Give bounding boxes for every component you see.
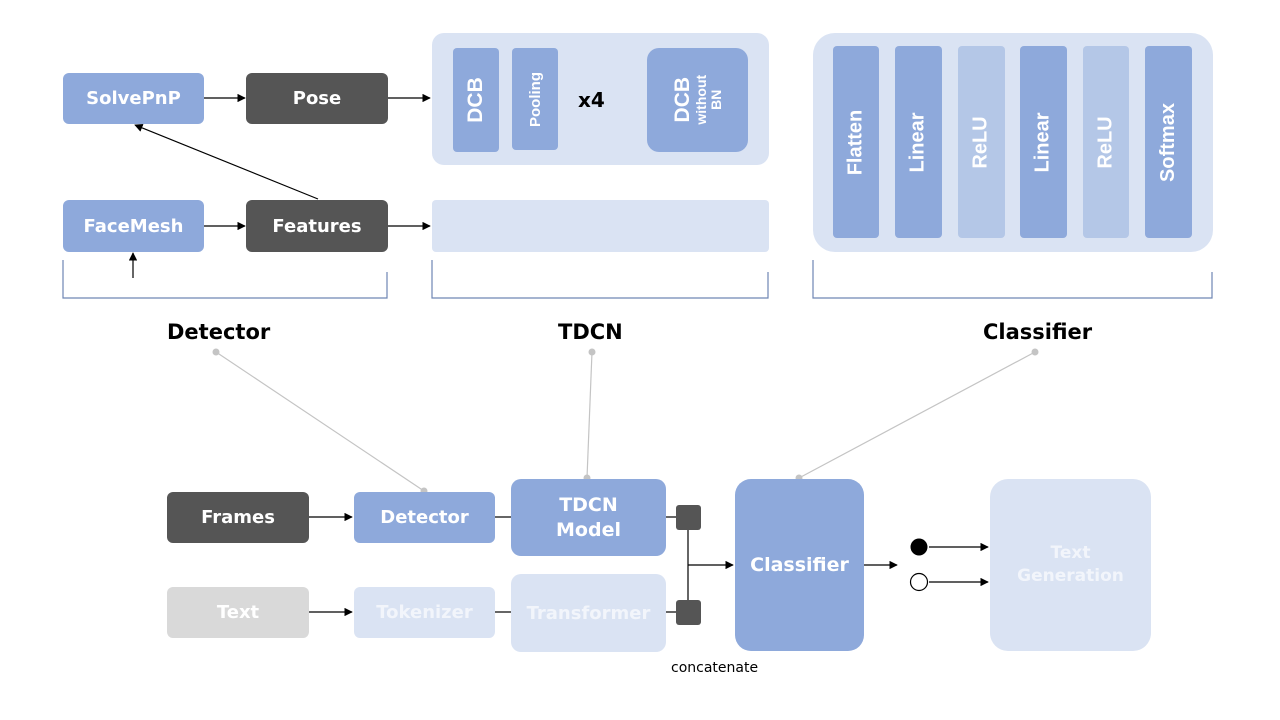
dcb-without-bn-sub1: without <box>692 75 709 125</box>
layer-flatten: Flatten <box>833 46 879 238</box>
tokenizer-box: Tokenizer <box>354 587 495 638</box>
text-generation-line1: Text <box>1050 543 1091 564</box>
transformer-box: Transformer <box>511 574 666 652</box>
dcb-without-bn-sub2: BN <box>707 89 724 111</box>
section-label-tdcn: TDCN <box>558 320 623 344</box>
solvepnp-box: SolvePnP <box>63 73 204 124</box>
callout-tdcn <box>586 351 593 479</box>
layer-linear-1: Linear <box>895 46 942 238</box>
detector-bracket <box>62 260 388 299</box>
layer-softmax: Softmax <box>1145 46 1192 238</box>
section-label-detector: Detector <box>167 320 271 344</box>
concat-node-top <box>676 505 701 530</box>
tdcn-bracket <box>431 260 769 299</box>
callout-detector <box>215 351 425 492</box>
features-box: Features <box>246 200 388 252</box>
layer-linear-2: Linear <box>1020 46 1067 238</box>
dcb-block: DCB <box>453 48 499 152</box>
concat-node-bottom <box>676 600 701 625</box>
classifier-bracket <box>812 260 1213 299</box>
classifier-box: Classifier <box>735 479 864 651</box>
layer-relu-2: ReLU <box>1083 46 1129 238</box>
section-label-classifier: Classifier <box>983 320 1093 344</box>
frames-box: Frames <box>167 492 309 543</box>
empty-token-icon <box>909 572 929 592</box>
text-box: Text <box>167 587 309 638</box>
text-generation-line2: Generation <box>1017 566 1124 586</box>
tdcn-model-line1: TDCN <box>559 493 618 516</box>
dcb-without-bn-block: DCB without BN <box>647 48 748 152</box>
filled-token-icon <box>910 538 928 556</box>
tdcn-feature-bar <box>432 200 769 252</box>
text-generation-box: Text Generation <box>990 479 1151 651</box>
pooling-block: Pooling <box>512 48 558 150</box>
callout-classifier <box>798 351 1036 479</box>
detector-box: Detector <box>354 492 495 543</box>
concatenate-label: concatenate <box>671 660 759 676</box>
facemesh-box: FaceMesh <box>63 200 204 252</box>
repeat-label: x4 <box>578 88 605 112</box>
dcb-without-bn-title: DCB <box>670 77 694 123</box>
tdcn-model-line2: Model <box>556 518 621 541</box>
arrow-features-solvepnp <box>134 123 319 200</box>
layer-relu-1: ReLU <box>958 46 1005 238</box>
tdcn-model-box: TDCN Model <box>511 479 666 556</box>
pose-box: Pose <box>246 73 388 124</box>
